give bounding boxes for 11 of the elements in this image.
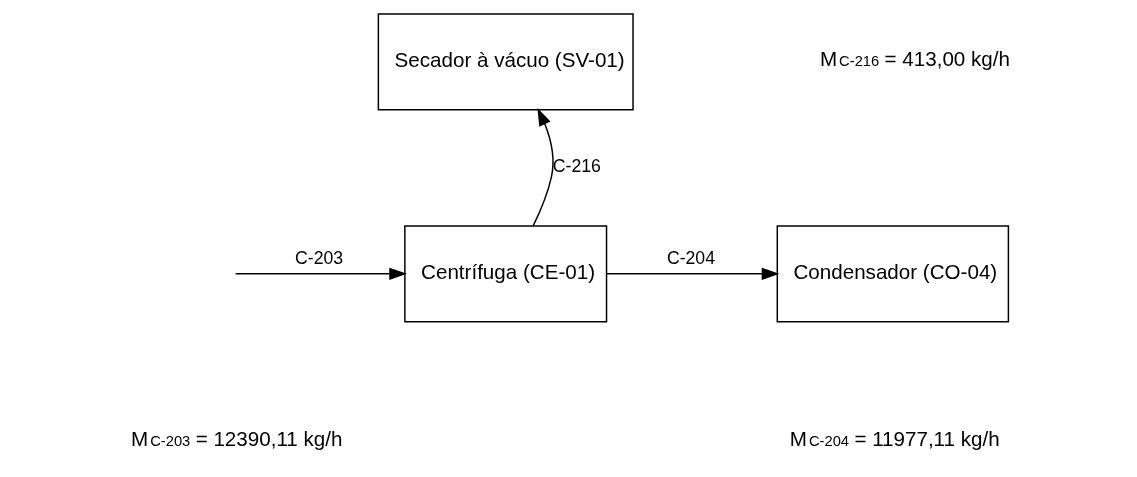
edge-label: C-203 bbox=[294, 248, 343, 269]
label: MC-204 = 11977,11 kg/h bbox=[789, 426, 1000, 450]
arrow bbox=[532, 107, 554, 227]
node-box: Condensador (CO-04) bbox=[776, 225, 1009, 323]
label: MC-216 = 413,00 kg/h bbox=[819, 46, 1010, 70]
arrow bbox=[605, 267, 779, 280]
edge-label: C-204 bbox=[666, 248, 715, 269]
arrow bbox=[234, 267, 407, 280]
node-box: Centrífuga (CE-01) bbox=[403, 225, 607, 323]
edge-label: C-216 bbox=[552, 156, 601, 177]
node-box: Secador à vácuo (SV-01) bbox=[377, 13, 634, 111]
